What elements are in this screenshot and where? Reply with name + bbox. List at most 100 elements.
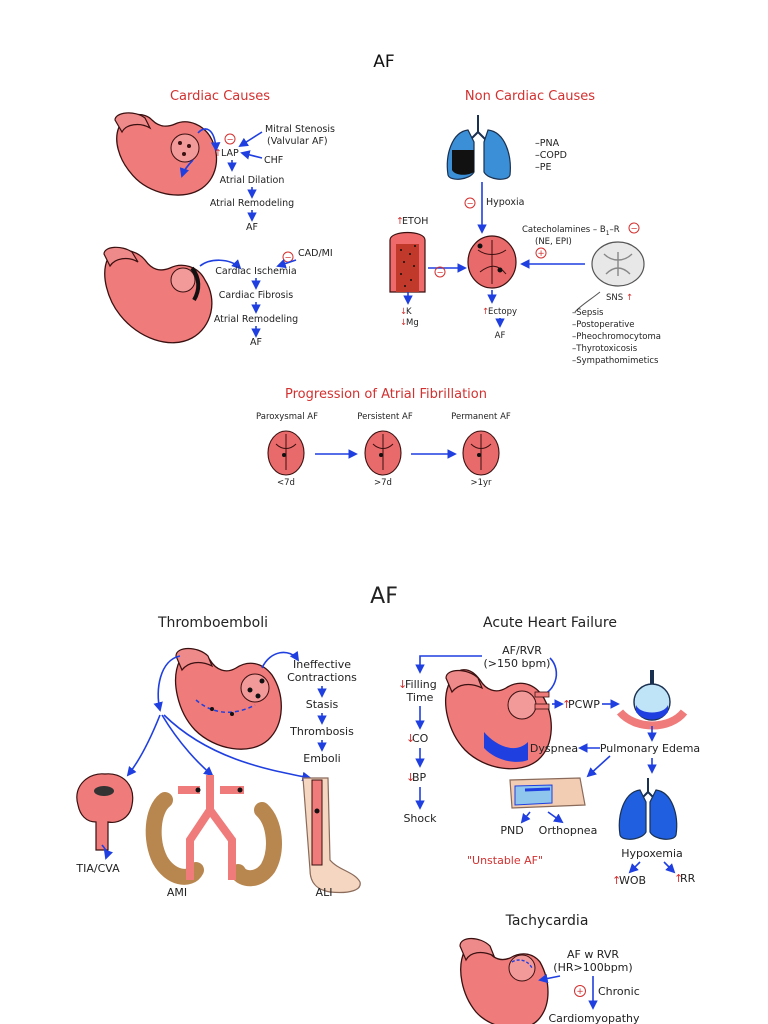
sns-causes-list: –Sepsis –Postoperative –Pheochromocytoma… (572, 308, 661, 366)
stage-1-name: Paroxysmal AF (256, 412, 318, 422)
svg-text:−: − (284, 253, 291, 263)
stage-1-duration: <7d (277, 478, 295, 488)
pe-label: –PE (535, 162, 551, 173)
svg-text:↑: ↑ (214, 148, 222, 159)
progression-heading: Progression of Atrial Fibrillation (285, 387, 487, 402)
hypoxia-label: Hypoxia (486, 197, 524, 208)
brain-icon (76, 773, 134, 851)
stasis-label: Stasis (306, 698, 339, 711)
ami-label: AMI (167, 886, 187, 899)
ali-label: ALI (316, 886, 333, 899)
pulmonary-edema-label: Pulmonary Edema (600, 742, 700, 755)
copd-label: –COPD (535, 150, 567, 161)
heart-failure-illustration (445, 669, 552, 770)
af-3-label: AF (495, 331, 506, 341)
svg-text:+: + (576, 987, 583, 997)
catecholamines-label: Catecholamines – B1–R (522, 225, 620, 237)
cad-mi-label: CAD/MI (298, 248, 333, 259)
svg-text:–Pheochromocytoma: –Pheochromocytoma (572, 332, 661, 342)
chf-label: CHF (264, 155, 283, 166)
hr-label: (HR>100bpm) (553, 961, 632, 974)
atrial-remodeling-1-label: Atrial Remodeling (210, 198, 294, 209)
svg-text:↑: ↑ (562, 698, 571, 711)
emboli-label: Emboli (303, 752, 341, 765)
ineffective-label: Ineffective (293, 658, 351, 671)
atrial-dilation-label: Atrial Dilation (220, 175, 285, 186)
chronic-label: Chronic (598, 985, 640, 998)
ne-epi-label: (NE, EPI) (535, 237, 572, 247)
stage-2-name: Persistent AF (357, 412, 413, 422)
svg-text:−: − (466, 199, 473, 209)
lungs-icon (446, 115, 511, 180)
unstable-af-label: "Unstable AF" (467, 854, 543, 867)
heart-cross-section-icon (467, 235, 517, 289)
svg-text:–Sepsis: –Sepsis (572, 308, 604, 318)
contractions-label: Contractions (287, 671, 357, 684)
svg-text:↑: ↑ (396, 216, 404, 227)
stage-heart-icon (267, 430, 305, 476)
page2-title: AF (370, 584, 398, 609)
svg-text:+: + (537, 249, 544, 259)
mitral-stenosis-label: Mitral Stenosis (265, 124, 335, 135)
heart-illustration-2 (103, 246, 213, 344)
cardiomyopathy-label: Cardiomyopathy (549, 1012, 640, 1024)
svg-text:↓: ↓ (398, 678, 407, 691)
blood-vessel-icon (389, 231, 426, 293)
ectopy-label: Ectopy (488, 307, 517, 317)
stage-2-duration: >7d (374, 478, 392, 488)
cardiac-fibrosis-label: Cardiac Fibrosis (219, 290, 293, 301)
svg-text:↓: ↓ (406, 732, 415, 745)
heart-thrombus-illustration (175, 647, 282, 750)
valvular-af-label: (Valvular AF) (267, 136, 328, 147)
af-2-label: AF (250, 337, 262, 348)
spinal-cord-icon (591, 241, 645, 287)
svg-text:–Thyrotoxicosis: –Thyrotoxicosis (572, 344, 638, 354)
lap-label: LAP (221, 148, 239, 159)
svg-text:–Sympathomimetics: –Sympathomimetics (572, 356, 659, 366)
svg-text:↓: ↓ (406, 771, 415, 784)
pnd-label: PND (500, 824, 523, 837)
svg-text:↑: ↑ (626, 293, 633, 303)
cardiac-ischemia-label: Cardiac Ischemia (215, 266, 296, 277)
svg-text:−: − (630, 224, 637, 234)
af-rvr-label: AF/RVR (502, 644, 542, 657)
svg-text:↓: ↓ (400, 318, 407, 328)
rr-label: RR (680, 872, 696, 885)
filling-label: Filling (405, 678, 437, 691)
cardiac-causes-heading: Cardiac Causes (170, 89, 270, 104)
pcwp-label: PCWP (568, 698, 600, 711)
potassium-label: K (406, 307, 412, 317)
atrial-remodeling-2-label: Atrial Remodeling (214, 314, 298, 325)
af-1-label: AF (246, 222, 258, 233)
hypoxemia-label: Hypoxemia (621, 847, 683, 860)
tachycardia-heading: Tachycardia (505, 913, 589, 929)
acute-heart-failure-heading: Acute Heart Failure (483, 615, 617, 631)
svg-text:−: − (436, 268, 443, 278)
alveolus-icon (616, 670, 688, 730)
tia-cva-label: TIA/CVA (75, 862, 120, 875)
bed-patient-icon (509, 777, 586, 809)
af-w-rvr-label: AF w RVR (567, 948, 619, 961)
sns-label: SNS (606, 293, 623, 303)
shock-label: Shock (403, 812, 437, 825)
svg-text:–Postoperative: –Postoperative (572, 320, 635, 330)
bp-label: BP (412, 771, 427, 784)
svg-text:−: − (226, 135, 233, 145)
magnesium-label: Mg (406, 318, 419, 328)
svg-text:↑: ↑ (674, 872, 683, 885)
page1-title: AF (373, 52, 394, 72)
wob-label: WOB (619, 874, 646, 887)
orthopnea-label: Orthopnea (539, 824, 598, 837)
thrombosis-label: Thrombosis (289, 725, 354, 738)
bpm-label: (>150 bpm) (484, 657, 551, 670)
time-label: Time (406, 691, 434, 704)
progression-stages: Paroxysmal AF Persistent AF Permanent AF… (256, 412, 511, 488)
stage-heart-icon (364, 430, 402, 476)
co-label: CO (412, 732, 429, 745)
lungs-edema-icon (618, 778, 678, 840)
coronary-arteries-icon (145, 775, 282, 887)
heart-illustration-1 (114, 112, 218, 196)
pna-label: –PNA (535, 138, 560, 149)
non-cardiac-causes-heading: Non Cardiac Causes (465, 89, 595, 104)
